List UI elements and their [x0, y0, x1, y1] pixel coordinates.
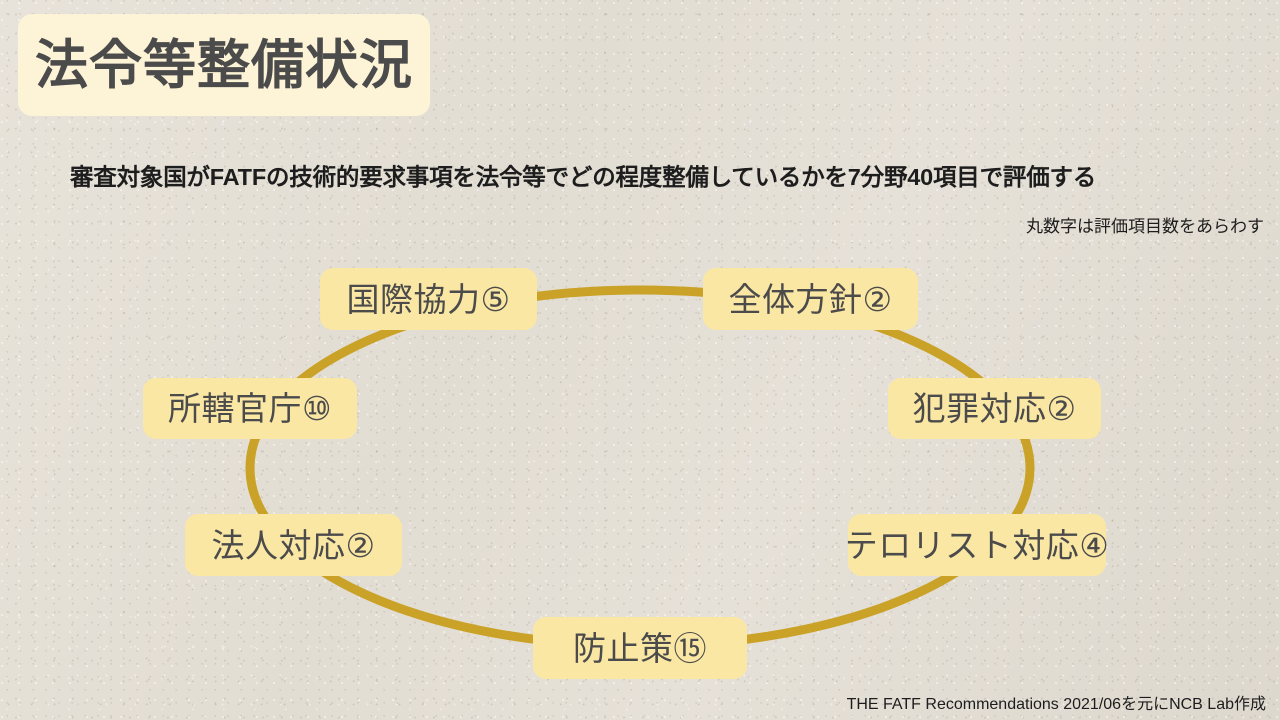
cycle-ring-ellipse [245, 285, 1035, 651]
source-credit: THE FATF Recommendations 2021/06を元にNCB L… [846, 696, 1266, 713]
category-box-crime-response[interactable]: 犯罪対応② [888, 378, 1101, 439]
category-label: 犯罪対応② [912, 390, 1077, 427]
category-label: 法人対応② [211, 526, 376, 564]
category-label: テロリスト対応④ [844, 526, 1110, 564]
category-box-competent-authorities[interactable]: 所轄官庁⑩ [143, 378, 357, 439]
page-title: 法令等整備状況 [35, 35, 413, 95]
subtitle-text: 審査対象国がFATFの技術的要求事項を法令等でどの程度整備しているかを7分野40… [70, 164, 1097, 190]
page-title-box: 法令等整備状況 [18, 14, 430, 116]
category-label: 全体方針② [728, 280, 893, 318]
category-box-corporate-response[interactable]: 法人対応② [185, 514, 402, 576]
category-label: 国際協力⑤ [346, 280, 511, 318]
category-box-prevention[interactable]: 防止策⑮ [533, 617, 747, 679]
category-label: 所轄官庁⑩ [167, 390, 333, 427]
category-box-overall-policy[interactable]: 全体方針② [703, 268, 918, 330]
category-box-international-cooperation[interactable]: 国際協力⑤ [320, 268, 537, 330]
category-label: 防止策⑮ [573, 629, 707, 667]
category-box-terrorist-response[interactable]: テロリスト対応④ [845, 514, 1109, 576]
legend-note: 丸数字は評価項目数をあらわす [1026, 217, 1264, 236]
